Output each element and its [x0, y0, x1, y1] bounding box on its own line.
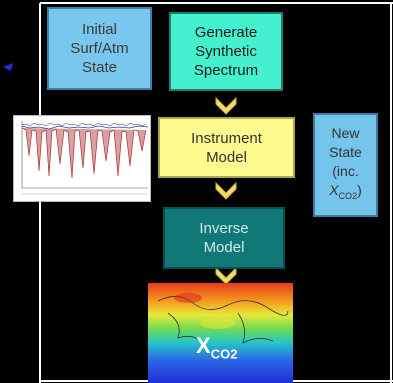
down-arrow-2 [215, 181, 237, 200]
xco2-map-label: XCO2 [196, 333, 237, 361]
decorative-blue-mark [3, 63, 13, 71]
co2-map-image [148, 283, 293, 383]
arrow-newstate-to-generate [279, 71, 332, 113]
generate-spectrum-box: Generate Synthetic Spectrum [169, 12, 283, 91]
new-state-var: X [329, 182, 339, 199]
inverse-model-label: Inverse Model [199, 220, 249, 256]
xco2-map-sub: CO2 [210, 346, 238, 362]
spectrum-plot-image [13, 115, 151, 202]
arrow-inverse-to-newstate [285, 217, 332, 240]
new-state-sub: CO2 [338, 190, 358, 201]
instrument-model-label: Instrument Model [191, 129, 262, 166]
new-state-text: New State (inc. [329, 125, 362, 180]
generate-spectrum-label: Generate Synthetic Spectrum [193, 24, 259, 79]
new-state-close: ) [357, 182, 362, 199]
down-arrow-3 [215, 266, 237, 285]
inverse-model-box: Inverse Model [163, 207, 285, 269]
new-state-box: New State (inc. XCO2) [313, 113, 378, 217]
initial-state-label: Initial Surf/Atm State [70, 21, 129, 76]
new-state-label: New State (inc. XCO2) [329, 124, 362, 206]
instrument-model-box: Instrument Model [158, 117, 295, 178]
down-arrow-1 [215, 96, 237, 115]
xco2-map-x: X [196, 333, 211, 358]
initial-state-box: Initial Surf/Atm State [47, 7, 152, 90]
